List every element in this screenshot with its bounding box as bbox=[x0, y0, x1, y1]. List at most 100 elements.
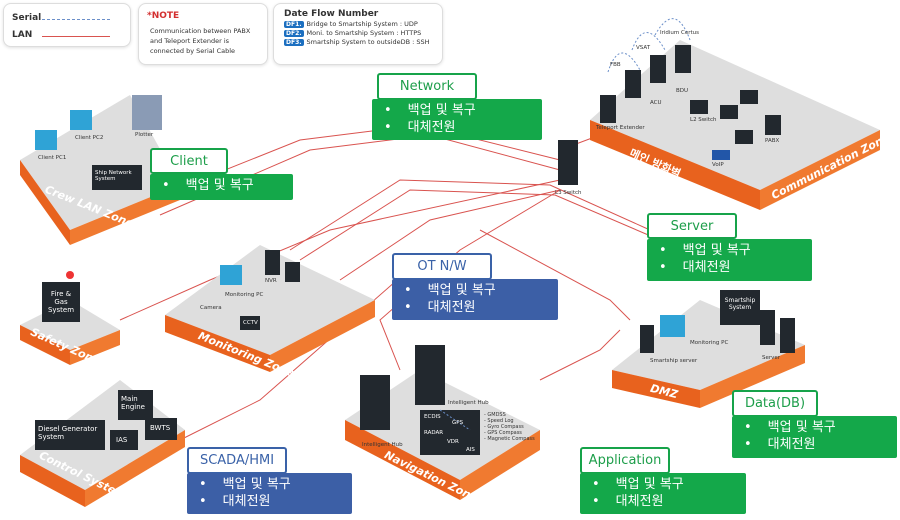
serial-line-swatch bbox=[42, 19, 110, 20]
callout-network-body: 백업 및 복구 대체전원 bbox=[372, 99, 542, 140]
lan-line-swatch bbox=[42, 36, 110, 37]
dmz-platform bbox=[612, 300, 805, 408]
teleport-box bbox=[600, 95, 616, 123]
callout-application-body: 백업 및 복구 대체전원 bbox=[580, 473, 746, 514]
label-diesel: Diesel Generator System bbox=[38, 425, 98, 441]
label-smartship-system: Smartship System bbox=[724, 297, 756, 311]
label-monitoring-pc: Monitoring PC bbox=[225, 292, 264, 298]
label-ias: IAS bbox=[116, 436, 128, 444]
plotter bbox=[132, 95, 162, 130]
sensor-gmdss: - GMDSS bbox=[484, 412, 506, 418]
df1-text: Bridge to Smartship System : UDP bbox=[306, 20, 418, 28]
server-1 bbox=[760, 310, 775, 345]
label-iridium: Iridium Certus bbox=[660, 30, 700, 36]
label-voip: VoIP bbox=[712, 162, 724, 168]
label-radar: RADAR bbox=[424, 430, 444, 436]
l2-switch-1 bbox=[690, 100, 708, 114]
server-2 bbox=[780, 318, 795, 353]
callout-client-title: Client bbox=[150, 148, 228, 174]
data-flow-legend: Date Flow Number DF1.Bridge to Smartship… bbox=[273, 3, 443, 65]
note-title: *NOTE bbox=[147, 11, 180, 21]
main-engine-box bbox=[118, 390, 153, 420]
callout-server-body: 백업 및 복구 대체전원 bbox=[647, 239, 812, 281]
df3-tag: DF3. bbox=[284, 38, 304, 46]
callout-server-title: Server bbox=[647, 213, 737, 239]
l2-switch-4 bbox=[735, 130, 753, 144]
sensor-magnetic: - Magnetic Compass bbox=[484, 436, 535, 442]
monitoring-platform bbox=[165, 245, 375, 372]
label-bwts: BWTS bbox=[150, 424, 171, 432]
lan-label: LAN bbox=[12, 30, 33, 40]
label-fbb: FBB bbox=[610, 62, 621, 68]
server-item-backup: 백업 및 복구 bbox=[659, 242, 812, 259]
label-intelligent-hub-1: Intelligent Hub bbox=[362, 442, 403, 448]
label-client-pc1: Client PC1 bbox=[38, 155, 67, 161]
callout-ot-nw-body: 백업 및 복구 대체전원 bbox=[392, 279, 558, 320]
label-ship-network: Ship Network System bbox=[95, 170, 132, 182]
bwts-box bbox=[145, 418, 177, 440]
df3-text: Smartship System to outsideDB : SSH bbox=[306, 38, 430, 46]
sensor-gps-compass: - GPS Compass bbox=[484, 430, 522, 436]
l2-switch-3 bbox=[740, 90, 758, 104]
smartship-system-box bbox=[720, 290, 760, 325]
monitoring-monitor bbox=[220, 265, 242, 285]
data-db-item-backup: 백업 및 복구 bbox=[744, 419, 897, 436]
acu-box bbox=[650, 55, 666, 83]
l2-box-mon bbox=[285, 262, 300, 282]
devices bbox=[35, 45, 795, 455]
line-legend: Serial LAN bbox=[3, 3, 131, 47]
df1-item: DF1.Bridge to Smartship System : UDP bbox=[284, 20, 434, 28]
label-main-engine: Main Engine bbox=[121, 395, 145, 411]
label-l2-switch: L2 Switch bbox=[690, 117, 717, 123]
client-pc2-monitor bbox=[70, 110, 92, 130]
label-client-pc2: Client PC2 bbox=[75, 135, 104, 141]
df3-item: DF3.Smartship System to outsideDB : SSH bbox=[284, 38, 434, 46]
application-item-power: 대체전원 bbox=[592, 493, 746, 510]
ot-nw-item-backup: 백업 및 복구 bbox=[404, 282, 558, 299]
label-fire-gas: Fire & Gas System bbox=[47, 290, 75, 314]
callout-application-title: Application bbox=[580, 447, 670, 474]
network-item-backup: 백업 및 복구 bbox=[384, 102, 542, 119]
bdu-box bbox=[675, 45, 691, 73]
client-pc1-monitor bbox=[35, 130, 57, 150]
ias-box bbox=[110, 430, 138, 450]
label-camera: Camera bbox=[200, 305, 222, 311]
alarm-light bbox=[66, 271, 74, 279]
callout-ot-nw-title: OT N/W bbox=[392, 253, 492, 280]
ship-network-box bbox=[92, 165, 142, 190]
pabx-box bbox=[765, 115, 781, 135]
note-box: *NOTE Communication between PABX and Tel… bbox=[138, 3, 268, 65]
scada-item-power: 대체전원 bbox=[199, 493, 352, 510]
callout-data-db-body: 백업 및 복구 대체전원 bbox=[732, 416, 897, 458]
callout-data-db-title: Data(DB) bbox=[732, 390, 818, 417]
serial-label: Serial bbox=[12, 13, 42, 23]
label-l3-switch: L3 Switch bbox=[555, 190, 582, 196]
sensor-speed-log: - Speed Log bbox=[484, 418, 514, 424]
label-pabx: PABX bbox=[765, 138, 780, 144]
label-ecdis: ECDIS bbox=[424, 414, 441, 420]
callout-client-body: 백업 및 복구 bbox=[150, 174, 293, 200]
label-nvr: NVR bbox=[265, 278, 277, 284]
label-plotter: Plotter bbox=[135, 132, 154, 138]
label-acu: ACU bbox=[650, 100, 662, 106]
ot-nw-item-power: 대체전원 bbox=[404, 299, 558, 316]
df2-item: DF2.Moni. to Smartship System : HTTPS bbox=[284, 29, 434, 37]
client-item-backup: 백업 및 복구 bbox=[162, 177, 293, 194]
nav-devices bbox=[420, 410, 480, 455]
label-gps: GPS bbox=[452, 420, 464, 426]
application-item-backup: 백업 및 복구 bbox=[592, 476, 746, 493]
label-server: Server bbox=[762, 355, 781, 361]
smartship-server-box bbox=[640, 325, 654, 353]
callout-network-title: Network bbox=[377, 73, 477, 100]
serial-links bbox=[439, 18, 691, 431]
network-item-power: 대체전원 bbox=[384, 119, 542, 136]
fire-gas-box bbox=[42, 282, 80, 322]
cctv-box bbox=[240, 316, 260, 330]
callout-scada-title: SCADA/HMI bbox=[187, 447, 287, 474]
df2-tag: DF2. bbox=[284, 29, 304, 37]
fbb-box bbox=[625, 70, 641, 98]
nav-sensor-list: - GMDSS - Speed Log - Gyro Compass - GPS… bbox=[484, 412, 535, 442]
hub-server-2 bbox=[415, 345, 445, 405]
label-ais: AIS bbox=[466, 447, 475, 453]
label-teleport: Teleport Extender bbox=[596, 125, 645, 131]
